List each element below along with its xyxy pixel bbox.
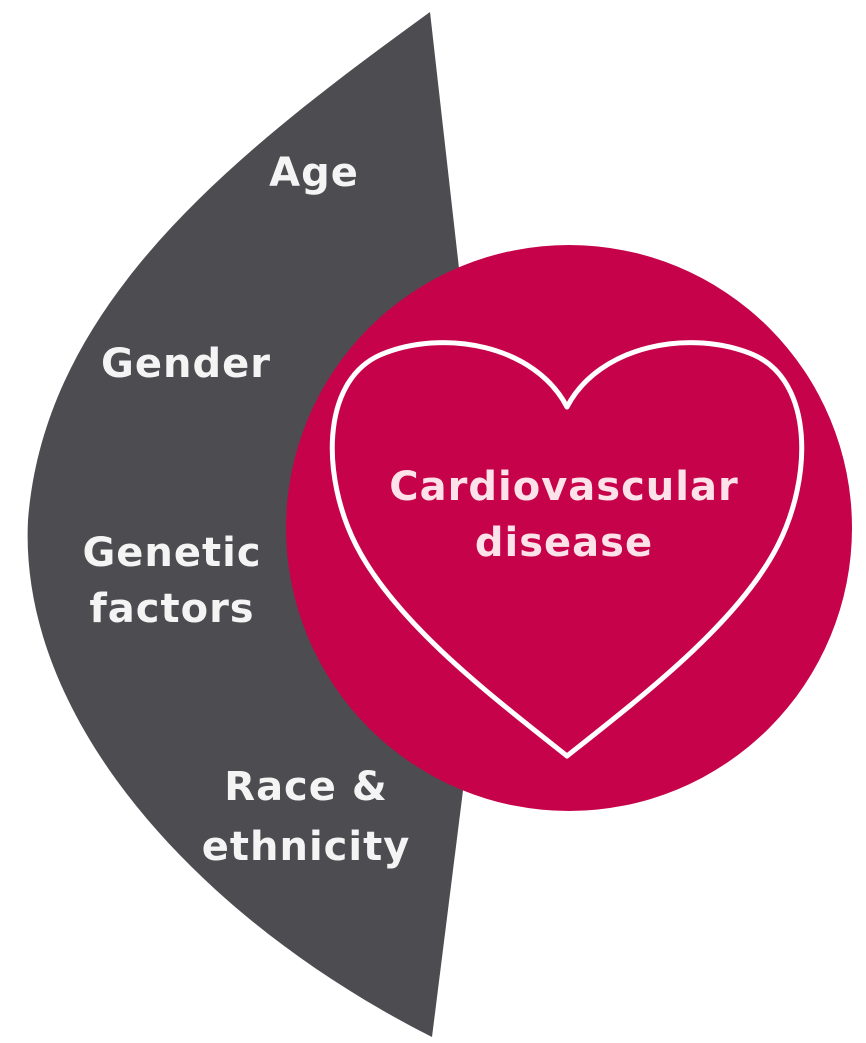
factor-race-line1: Race & [224,764,387,810]
disease-label-line1: Cardiovascular [389,464,738,510]
factor-gender: Gender [101,341,271,387]
factor-race-line2: ethnicity [202,824,411,870]
disease-label-line2: disease [475,520,653,566]
factor-age: Age [269,150,359,196]
disease-circle [286,245,852,811]
factor-genetic-line1: Genetic [82,530,261,576]
risk-factor-wedge [27,12,492,1037]
factor-genetic-line2: factors [89,586,254,632]
heart-outline-icon [329,340,805,759]
